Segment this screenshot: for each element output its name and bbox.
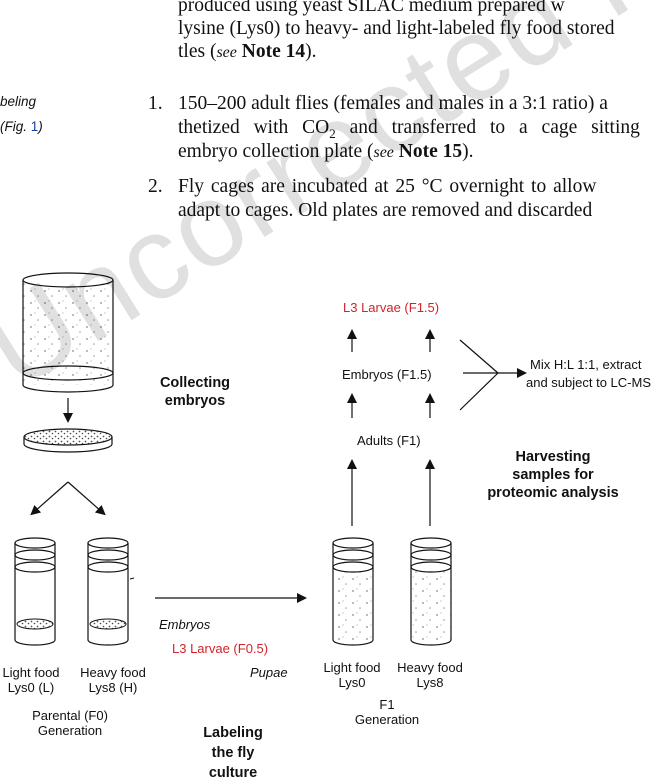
item-1-number: 1. <box>148 93 163 114</box>
item-1-line-1: 150–200 adult flies (females and males i… <box>178 93 608 114</box>
vial-light-f0 <box>14 537 56 646</box>
label-adults-f1: Adults (F1) <box>357 433 421 448</box>
label-embryos-f15: Embryos (F1.5) <box>342 367 432 382</box>
label-embryos-italic: Embryos <box>159 617 211 632</box>
label-mix-line-1: Mix H:L 1:1, extract <box>530 357 642 372</box>
vial-heavy-f1 <box>410 537 452 646</box>
vial-heavy-f0 <box>87 537 129 646</box>
label-l3-larvae-f15: L3 Larvae (F1.5) <box>343 300 440 315</box>
margin-label-1: beling <box>0 94 37 109</box>
merge-line-bottom <box>459 372 499 411</box>
tick-mark <box>129 577 135 580</box>
item-2-line-2: adapt to cages. Old plates are removed a… <box>178 200 593 221</box>
label-l3-larvae-f05: L3 Larvae (F0.5) <box>172 641 269 656</box>
item-2-number: 2. <box>148 176 163 197</box>
item-2-line-1: Fly cages are incubated at 25 °C overnig… <box>178 176 597 197</box>
label-mix-line-2: and subject to LC-MS <box>526 375 652 390</box>
label-pupae: Pupae <box>250 665 288 680</box>
item-1-line-2: thetized with CO2 and transferred to a c… <box>178 117 640 141</box>
collection-plate <box>23 428 113 453</box>
label-parental-generation: Parental (F0)Generation <box>32 708 108 738</box>
vial-light-f1 <box>332 537 374 646</box>
fly-cage <box>22 272 114 393</box>
item-1-line-3: embryo collection plate (see Note 15). <box>178 141 474 162</box>
body-line-3: tles (see Note 14). <box>178 41 317 62</box>
arrow-split-right <box>67 481 106 516</box>
body-line-2: lysine (Lys0) to heavy- and light-labele… <box>178 18 615 39</box>
merge-line-top <box>459 339 499 374</box>
arrow-split-left <box>30 481 69 516</box>
margin-label-2: (Fig. 1) <box>0 119 43 134</box>
body-line-1: produced using yeast SILAC medium prepar… <box>178 0 565 16</box>
